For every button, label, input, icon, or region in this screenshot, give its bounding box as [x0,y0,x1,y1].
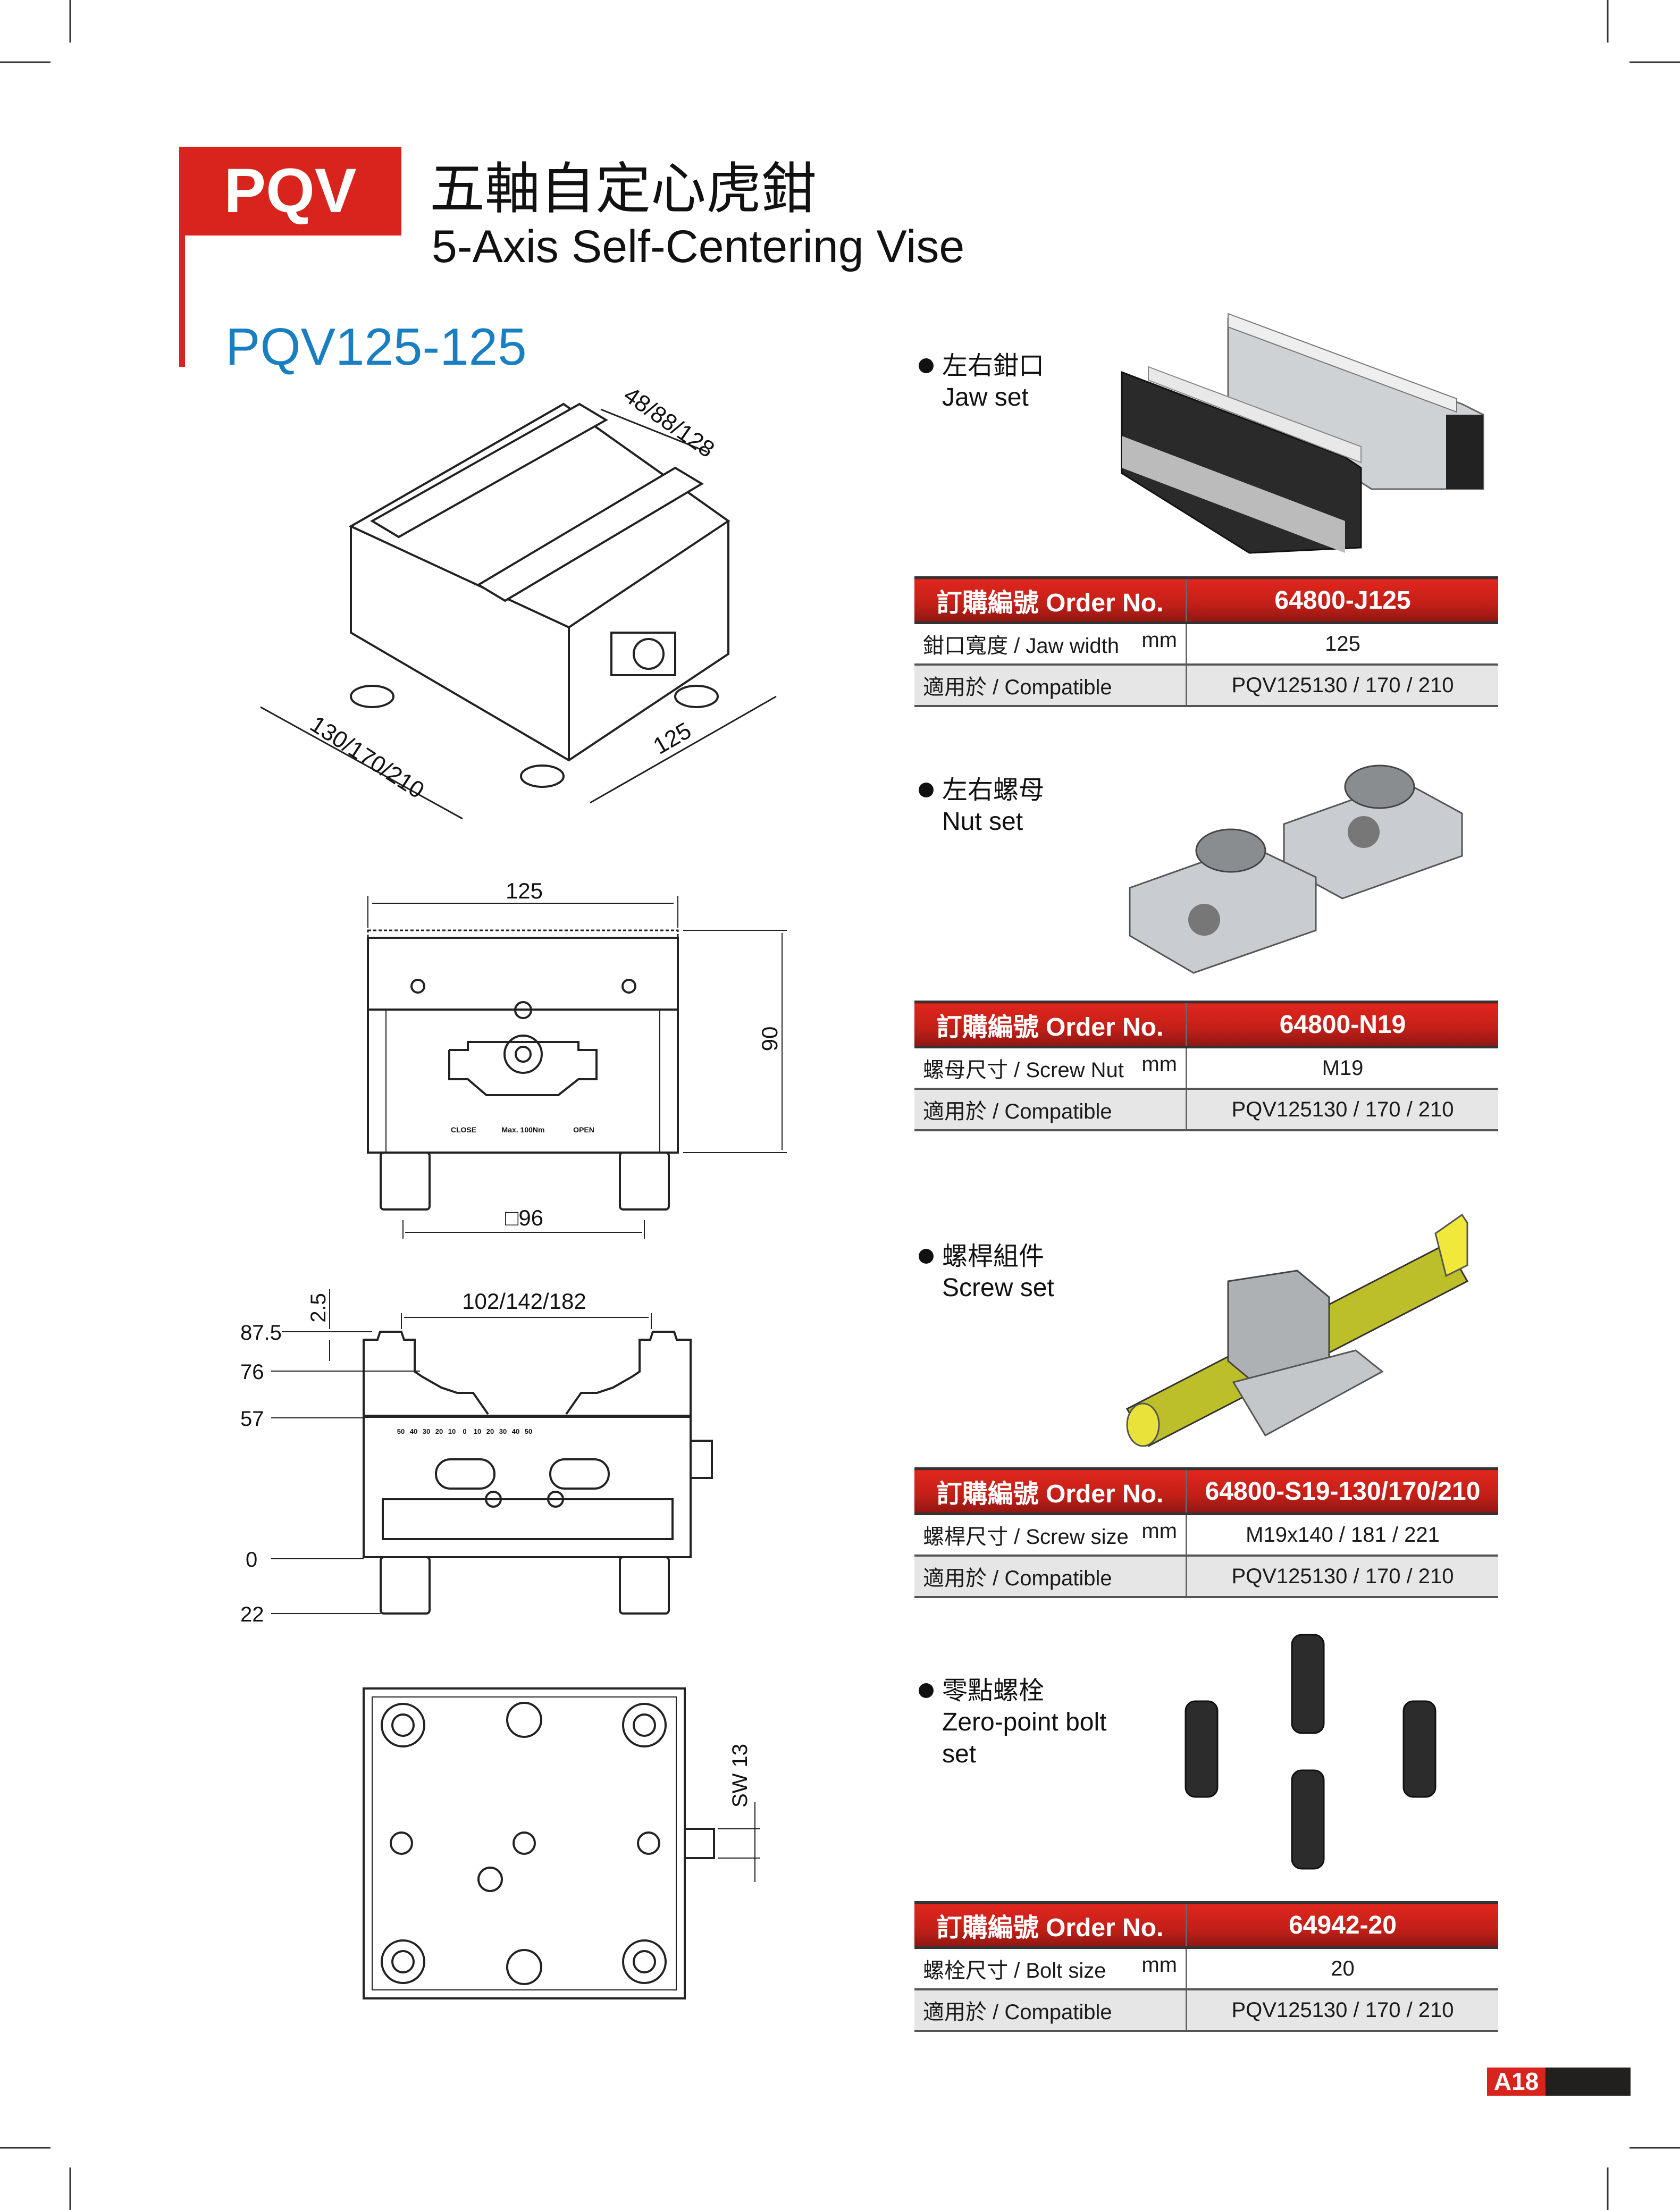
series-badge: PQV [179,147,401,236]
scale-label: 40 [512,1427,519,1435]
screw-set-image [1125,1213,1469,1447]
product-zero-point-bolt-label: 零點螺栓 Zero-point bolt set [919,1675,1110,1770]
torque-label: Max. 100Nm [502,1125,545,1134]
compat-label: 適用於 / Compatible [914,1989,1187,2032]
product-name-en: Screw set [942,1274,1054,1302]
side-level-labels: 87.5 76 57 0 22 [240,1321,282,1626]
spec-label: 鉗口寬度 / Jaw width [923,634,1119,658]
order-label: 訂購編號 Order No. [914,576,1187,624]
side-view [271,1289,713,1615]
compat-value: PQV125130 / 170 / 210 [1186,1089,1498,1131]
product-name-cn: 螺桿組件 [942,1241,1045,1271]
scale-label: 10 [474,1427,481,1435]
front-height-dim: 90 [757,1027,782,1052]
order-label: 訂購編號 Order No. [914,1467,1187,1515]
compat-value: PQV125130 / 170 / 210 [1186,665,1498,707]
product-name-cn: 左右鉗口 [942,351,1045,381]
scale-label: 50 [397,1427,405,1435]
product-name-en: Nut set [942,808,1023,836]
product-nut-set-label: 左右螺母 Nut set [919,774,1044,838]
level-label: 76 [240,1360,264,1384]
spec-value: 20 [1186,1947,1498,1990]
product-name-en: Jaw set [942,383,1029,411]
front-bolt-spacing-dim: □96 [505,1205,543,1230]
unit: mm [1141,628,1177,652]
bullet-icon [919,358,934,373]
scale-label: 10 [448,1427,456,1435]
jaw-set-order-table: 訂購編號 Order No.64800-J125 鉗口寬度 / Jaw widt… [914,576,1498,707]
scale-label: 0 [463,1427,466,1435]
spec-label: 螺母尺寸 / Screw Nut [923,1058,1124,1082]
spec-label: 螺栓尺寸 / Bolt size [923,1959,1106,1982]
order-number: 64942-20 [1186,1901,1498,1949]
wrench-size-dim: SW 13 [728,1744,752,1808]
iso-length-dim: 130/170/210 [306,711,429,803]
front-width-dim: 125 [506,878,543,903]
level-label: 87.5 [240,1321,282,1345]
product-name-cn: 零點螺栓 [942,1676,1045,1705]
spec-value: M19x140 / 181 / 221 [1186,1514,1498,1557]
screw-set-order-table: 訂購編號 Order No.64800-S19-130/170/210 螺桿尺寸… [914,1467,1498,1598]
order-label: 訂購編號 Order No. [914,1001,1187,1048]
compat-label: 適用於 / Compatible [914,665,1187,707]
compat-label: 適用於 / Compatible [914,1089,1187,1131]
open-label: OPEN [573,1125,594,1134]
zero-point-bolts-image [1185,1634,1437,1870]
scale-label: 40 [410,1427,417,1435]
front-view [367,896,787,1239]
bullet-icon [919,783,934,797]
isometric-view [260,402,777,820]
unit: mm [1141,1953,1177,1977]
scale-label: 20 [435,1427,443,1435]
side-span-dim: 102/142/182 [462,1289,586,1314]
product-name-en: Zero-point bolt set [942,1708,1107,1768]
level-label: 22 [240,1603,264,1626]
product-name-cn: 左右螺母 [942,775,1045,805]
product-screw-set-label: 螺桿組件 Screw set [919,1240,1054,1304]
spec-value: 125 [1186,623,1498,666]
compat-value: PQV125130 / 170 / 210 [1186,1989,1498,2032]
order-number: 64800-S19-130/170/210 [1186,1467,1498,1515]
compat-label: 適用於 / Compatible [914,1556,1187,1598]
scale-label: 20 [486,1427,494,1435]
page-number-bar [1545,2068,1631,2096]
unit: mm [1141,1519,1177,1543]
level-label: 57 [240,1407,264,1431]
bullet-icon [919,1683,934,1698]
page-title-en: 5-Axis Self-Centering Vise [432,221,965,272]
model-number: PQV125-125 [225,317,527,376]
order-number: 64800-J125 [1186,576,1498,624]
iso-width-dim: 125 [649,718,696,760]
close-label: CLOSE [451,1125,476,1134]
compat-value: PQV125130 / 170 / 210 [1186,1556,1498,1598]
jaw-set-image [1121,313,1484,554]
scale-label: 30 [423,1427,430,1435]
header-accent-bar [179,147,185,367]
spec-label: 螺桿尺寸 / Screw size [923,1525,1129,1549]
side-offset-dim: 2.5 [307,1293,330,1323]
side-scale-labels: 50 40 30 20 10 0 10 20 30 40 50 [397,1427,532,1435]
order-label: 訂購編號 Order No. [914,1901,1187,1949]
unit: mm [1141,1053,1177,1076]
nut-set-order-table: 訂購編號 Order No.64800-N19 螺母尺寸 / Screw Nut… [914,1001,1498,1131]
bottom-view [363,1687,760,1999]
spec-value: M19 [1186,1047,1498,1090]
page-title-cn: 五軸自定心虎鉗 [430,156,817,221]
product-jaw-set-label: 左右鉗口 Jaw set [919,350,1044,414]
zero-point-bolt-order-table: 訂購編號 Order No.64942-20 螺栓尺寸 / Bolt size m… [914,1901,1498,2032]
scale-label: 30 [499,1427,507,1435]
nut-set-image [1129,764,1463,974]
page-number: A18 [1487,2068,1545,2096]
order-number: 64800-N19 [1186,1001,1498,1048]
bullet-icon [919,1249,934,1264]
level-label: 0 [246,1548,257,1572]
scale-label: 50 [525,1427,532,1435]
